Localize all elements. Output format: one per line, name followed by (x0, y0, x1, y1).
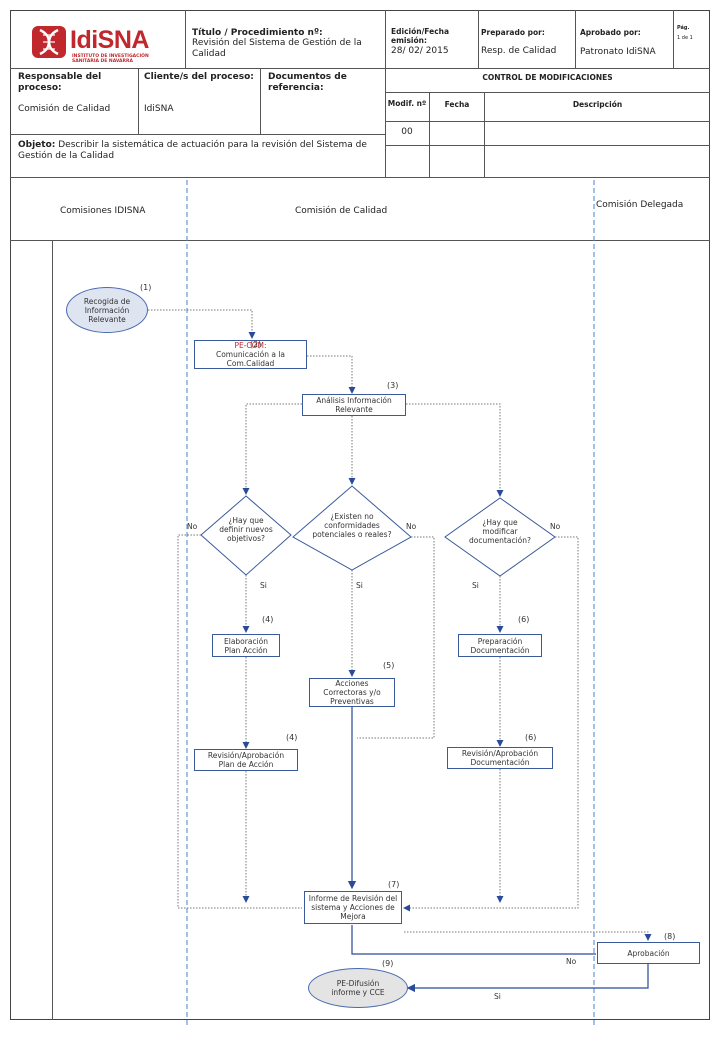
client-label: Cliente/s del proceso: (144, 72, 254, 82)
document-frame (10, 10, 710, 1020)
step-8-no-label: No (566, 957, 577, 966)
step-6b-number: (6) (525, 733, 537, 742)
step-6a-number: (6) (518, 615, 530, 624)
step-4a-elaborate-plan: Elaboración Plan Acción (212, 634, 280, 657)
edition-value: 28/ 02/ 2015 (391, 46, 449, 56)
logo-subtitle-2: SANITARIA DE NAVARRA (72, 59, 133, 64)
step-5-number: (5) (383, 661, 395, 670)
prepared-label: Preparado por: (481, 28, 545, 37)
client-value: IdiSNA (144, 104, 174, 114)
modif-row-1: 00 (401, 127, 413, 137)
d2-si-label: Si (356, 581, 363, 590)
header-divider (10, 68, 710, 69)
title-label: Título / Procedimiento nº: (192, 28, 323, 38)
page-value: 1 de 1 (677, 35, 693, 41)
responsible-value: Comisión de Calidad (18, 104, 111, 114)
lane-comisiones-idisna: Comisiones IDISNA (60, 206, 146, 216)
responsible-label: Responsable del proceso: (18, 72, 102, 93)
step-5-corrective-actions: Acciones Correctoras y/o Preventivas (309, 678, 395, 707)
approved-label: Aprobado por: (580, 28, 641, 37)
step-8-si-label: Si (494, 992, 501, 1001)
step-4a-number: (4) (262, 615, 274, 624)
dotted-connectors (148, 309, 652, 941)
d1-si-label: Si (260, 581, 267, 590)
d3-si-label: Si (472, 581, 479, 590)
step-2-prefix: PE-COM: (234, 341, 267, 350)
step-7-number: (7) (388, 880, 400, 889)
objective-divider (10, 177, 710, 178)
step-9-number: (9) (382, 959, 394, 968)
step-2-text: Comunicación a la Com.Calidad (215, 350, 286, 368)
logo: IdiSNA INSTITUTO DE INVESTIGACIÓN SANITA… (30, 24, 170, 64)
lanes-header-divider (10, 240, 710, 241)
title-value: Revisión del Sistema de Gestión de la Ca… (192, 38, 362, 59)
d3-no-label: No (550, 522, 561, 531)
step-4b-number: (4) (286, 733, 298, 742)
col-date: Fecha (444, 100, 470, 109)
step-1-collect-information: Recogida de Información Relevante (66, 287, 148, 333)
edition-label: Edición/Fecha emisión: (391, 27, 450, 45)
decision-new-objectives: ¿Hay que definir nuevos objetivos? (219, 516, 273, 543)
step-3-number: (3) (387, 381, 399, 390)
decision-new-objectives-shape (200, 495, 292, 576)
objective-label: Objeto: (18, 140, 56, 150)
step-2-communication: PE-COM: Comunicación a la Com.Calidad (194, 340, 307, 369)
step-2-number: (2) (250, 340, 262, 349)
objective-value: Describir la sistemática de actuación pa… (18, 140, 367, 161)
page-label: Pág. (677, 25, 690, 31)
d1-no-label: No (187, 522, 198, 531)
step-3-analysis: Análisis Información Relevante (302, 394, 406, 416)
dna-logo-icon (32, 26, 66, 58)
step-8-approval: Aprobación (597, 942, 700, 964)
decision-nonconformities-shape (292, 485, 412, 571)
col-modif: Modif. nº (387, 99, 427, 108)
step-6a-prepare-docs: Preparación Documentación (458, 634, 542, 657)
objective: Objeto: Describir la sistemática de actu… (18, 140, 378, 162)
decision-modify-docs-shape (444, 497, 556, 577)
logo-wordmark: IdiSNA (70, 26, 149, 54)
lane-comision-delegada: Comisión Delegada (596, 200, 684, 210)
approved-value: Patronato IdiSNA (580, 47, 656, 57)
decision-modify-docs: ¿Hay que modificar documentación? (469, 518, 531, 545)
solid-connectors (347, 707, 649, 993)
decision-nonconformities: ¿Existen no conformidades potenciales o … (312, 512, 392, 539)
lane-comision-calidad: Comisión de Calidad (295, 206, 388, 216)
modifications-title: CONTROL DE MODIFICACIONES (482, 73, 613, 82)
info-divider (10, 134, 385, 135)
step-1-number: (1) (140, 283, 152, 292)
docs-label: Documentos de referencia: (268, 72, 347, 93)
d2-no-label: No (406, 522, 417, 531)
col-desc: Descripción (572, 100, 623, 109)
step-4b-review-plan: Revisión/Aprobación Plan de Acción (194, 749, 298, 771)
logo-subtitle-1: INSTITUTO DE INVESTIGACIÓN (72, 54, 149, 59)
step-6b-review-docs: Revisión/Aprobación Documentación (447, 747, 553, 769)
step-9-dissemination: PE-Difusión informe y CCE (308, 968, 408, 1008)
step-8-number: (8) (664, 932, 676, 941)
step-7-review-report: Informe de Revisión del sistema y Accion… (304, 891, 402, 924)
prepared-value: Resp. de Calidad (481, 46, 557, 56)
